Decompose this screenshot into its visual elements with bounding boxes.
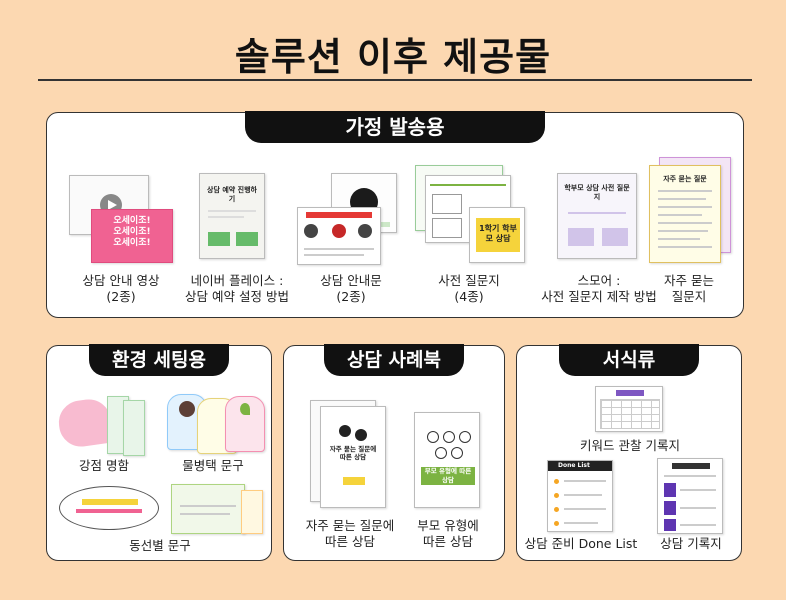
route-phrase-label: 동선별 문구	[129, 538, 191, 553]
env-item-strength-card[interactable]: 강점 명함	[51, 390, 157, 478]
environment-panel-title: 환경 세팅용	[89, 344, 229, 376]
smore-label-1: 스모어 :	[577, 273, 621, 288]
strength-card-thumbnail	[56, 394, 153, 456]
naver-label-2: 상담 예약 설정 방법	[185, 289, 289, 304]
video-label-2: (2종)	[106, 289, 136, 304]
done-list-thumbnail: Done List	[547, 460, 615, 534]
video-thumb-text: 오세이조!오세이조!오세이조!	[113, 216, 151, 248]
casebook-parent-thumbnail: 부모 유형에 따른 상담	[414, 412, 482, 512]
casebook-faq-thumb-text: 자주 묻는 질문에 따른 상담	[329, 445, 377, 461]
casebook-item-parent-type[interactable]: 부모 유형에 따른 상담 부모 유형에 따른 상담	[400, 400, 496, 556]
smore-label-2: 사전 질문지 제작 방법	[541, 289, 657, 304]
casebook-faq-label-1: 자주 묻는 질문에	[305, 518, 395, 533]
naver-thumbnail: 상담 예약 진행하기	[199, 173, 271, 263]
casebook-panel: 상담 사례북 자주 묻는 질문에 따른 상담 자주 묻는 질문에 따른 상담 부…	[283, 344, 505, 561]
home-item-questionnaire[interactable]: 1학기 학부모 상담 사전 질문지 (4종)	[409, 165, 529, 308]
bottle-tag-label: 물병택 문구	[182, 458, 244, 473]
record-label: 상담 기록지	[660, 536, 722, 551]
forms-panel-title: 서식류	[559, 344, 699, 376]
environment-panel: 환경 세팅용 강점 명함 물병택 문구	[46, 344, 272, 561]
env-item-route-phrase[interactable]: 동선별 문구	[51, 480, 269, 556]
keyword-label: 키워드 관찰 기록지	[580, 438, 680, 453]
forms-panel: 서식류 키워드 관찰 기록지 Done List 상담 준비 Done	[516, 344, 742, 561]
done-list-label: 상담 준비 Done List	[524, 536, 638, 551]
questionnaire-thumbnail: 1학기 학부모 상담	[415, 165, 529, 265]
forms-item-keyword[interactable]: 키워드 관찰 기록지	[557, 386, 703, 458]
casebook-parent-label-2: 따른 상담	[423, 534, 473, 549]
home-item-naver-place[interactable]: 상담 예약 진행하기 네이버 플레이스 : 상담 예약 설정 방법	[177, 173, 297, 308]
forms-item-record[interactable]: 상담 기록지	[643, 458, 739, 556]
done-list-thumb-text: Done List	[548, 461, 612, 471]
faq-thumb-text: 자주 묻는 질문	[663, 175, 707, 183]
casebook-faq-label-2: 따른 상담	[325, 534, 375, 549]
smore-thumb-text: 학부모 상담 사전 질문지	[564, 184, 630, 201]
naver-thumb-text: 상담 예약 진행하기	[207, 186, 257, 203]
env-item-bottle-tag[interactable]: 물병택 문구	[157, 390, 269, 478]
home-panel-title: 가정 발송용	[245, 111, 545, 143]
questionnaire-thumb-text: 1학기 학부모 상담	[476, 218, 520, 252]
faq-thumbnail: 자주 묻는 질문	[649, 157, 731, 263]
casebook-item-faq[interactable]: 자주 묻는 질문에 따른 상담 자주 묻는 질문에 따른 상담	[298, 400, 402, 556]
casebook-faq-thumbnail: 자주 묻는 질문에 따른 상담	[310, 400, 390, 510]
casebook-parent-label-1: 부모 유형에	[417, 518, 479, 533]
forms-item-done-list[interactable]: Done List 상담 준비 Done List	[521, 458, 641, 556]
notice-label-2: (2종)	[336, 289, 366, 304]
questionnaire-label-1: 사전 질문지	[438, 273, 500, 288]
casebook-panel-title: 상담 사례북	[324, 344, 464, 376]
smore-thumbnail: 학부모 상담 사전 질문지	[557, 173, 641, 263]
title-divider	[38, 79, 752, 81]
record-thumbnail	[657, 458, 725, 536]
notice-label-1: 상담 안내문	[320, 273, 382, 288]
questionnaire-label-2: (4종)	[454, 289, 484, 304]
faq-label-2: 질문지	[671, 289, 707, 304]
casebook-parent-thumb-text: 부모 유형에 따른 상담	[421, 467, 475, 485]
home-panel: 가정 발송용 오세이조!오세이조!오세이조! 상담 안내 영상 (2종) 상담 …	[46, 111, 744, 318]
route-phrase-thumbnail	[59, 480, 267, 536]
page-title: 솔루션 이후 제공물	[234, 35, 552, 79]
keyword-thumbnail	[595, 386, 665, 434]
video-label-1: 상담 안내 영상	[82, 273, 160, 288]
home-item-faq[interactable]: 자주 묻는 질문 자주 묻는 질문지	[639, 157, 739, 308]
video-thumbnail: 오세이조!오세이조!오세이조!	[69, 175, 173, 265]
bottle-tag-thumbnail	[163, 394, 267, 454]
strength-card-label: 강점 명함	[79, 458, 129, 473]
notice-thumbnail	[297, 173, 405, 267]
faq-label-1: 자주 묻는	[664, 273, 714, 288]
naver-label-1: 네이버 플레이스 :	[190, 273, 284, 288]
home-item-video[interactable]: 오세이조!오세이조!오세이조! 상담 안내 영상 (2종)	[61, 173, 181, 308]
home-item-notice[interactable]: 상담 안내문 (2종)	[291, 173, 411, 308]
home-item-smore[interactable]: 학부모 상담 사전 질문지 스모어 : 사전 질문지 제작 방법	[529, 173, 669, 308]
